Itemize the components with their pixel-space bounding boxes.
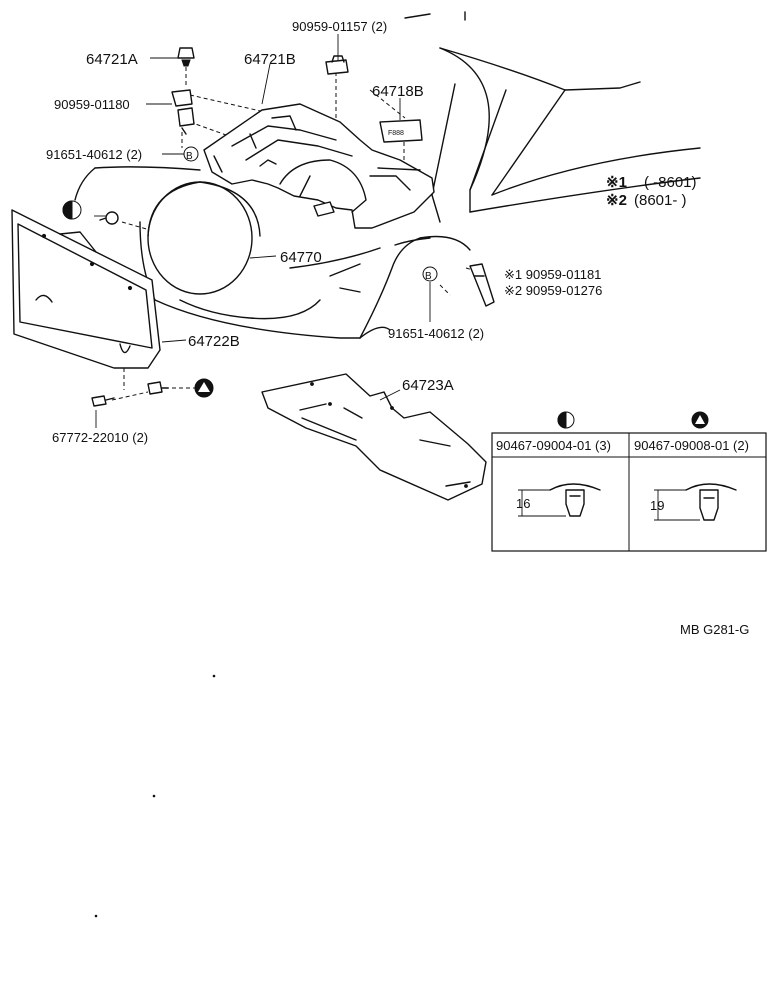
bracket-64718B: F888 — [379, 119, 423, 143]
clip-drawing-1: 16 — [516, 483, 601, 517]
clip-right-bracket — [469, 263, 495, 307]
trunk-board-64722B — [11, 209, 161, 369]
note1-mark: ※1 — [606, 174, 627, 191]
table-part-2: 90467-09008-01 (2) — [634, 438, 749, 453]
label-64721B: 64721B — [244, 51, 296, 68]
bracket-stamp: F888 — [388, 130, 404, 137]
note1-text: ( -8601) — [644, 174, 697, 191]
screw-67772-22010 — [91, 395, 115, 407]
table-part-1: 90467-09004-01 (3) — [496, 438, 611, 453]
table-header-triangle-circle-icon — [691, 411, 709, 429]
production-notes: ※1 ( -8601) ※2 (8601- ) — [606, 174, 697, 209]
fastener-table: 90467-09004-01 (3) 90467-09008-01 (2) 16… — [491, 411, 767, 552]
label-64721A: 64721A — [86, 51, 138, 68]
label-91651-40612-left: 91651-40612 (2) — [46, 147, 142, 162]
label-90959-01276: ※2 90959-01276 — [504, 283, 602, 298]
label-64770: 64770 — [280, 249, 322, 266]
drawing-code: MB G281-G — [680, 622, 749, 637]
part-labels: 64721A 90959-01157 (2) 64721B 64718B 909… — [46, 19, 602, 445]
clip-drawing-2: 19 — [650, 483, 737, 521]
svg-text:B: B — [186, 151, 193, 162]
triangle-circle-marker — [194, 378, 214, 398]
label-90959-01157: 90959-01157 (2) — [292, 19, 387, 34]
dim-2: 19 — [650, 498, 664, 513]
clip-half-circle — [99, 211, 119, 225]
table-header-half-circle-icon — [557, 411, 575, 429]
scan-specks — [94, 674, 216, 918]
clip-64721A — [177, 47, 195, 67]
callout-b-marker-2: B — [422, 266, 438, 282]
note2-text: (8601- ) — [634, 192, 687, 209]
label-64718B: 64718B — [372, 83, 424, 100]
label-67772-22010: 67772-22010 (2) — [52, 430, 148, 445]
label-64722B: 64722B — [188, 333, 240, 350]
dim-1: 16 — [516, 496, 530, 511]
label-90959-01180: 90959-01180 — [54, 97, 130, 112]
leader-lines — [94, 34, 431, 428]
clip-90959-01180 — [171, 89, 195, 135]
svg-text:B: B — [425, 271, 432, 282]
floor-mat-64723A — [261, 373, 487, 501]
clip-90959-01157 — [325, 55, 349, 75]
label-90959-01181: ※1 90959-01181 — [504, 267, 601, 282]
callout-b-marker-1: B — [183, 146, 199, 162]
spare-tire-cover-64770 — [147, 181, 261, 295]
note2-mark: ※2 — [606, 192, 627, 209]
half-circle-marker — [62, 200, 82, 220]
clip-triangle — [147, 381, 169, 395]
trunk-floor-64721B — [203, 103, 435, 229]
label-64723A: 64723A — [402, 377, 454, 394]
label-91651-40612-right: 91651-40612 (2) — [388, 326, 484, 341]
